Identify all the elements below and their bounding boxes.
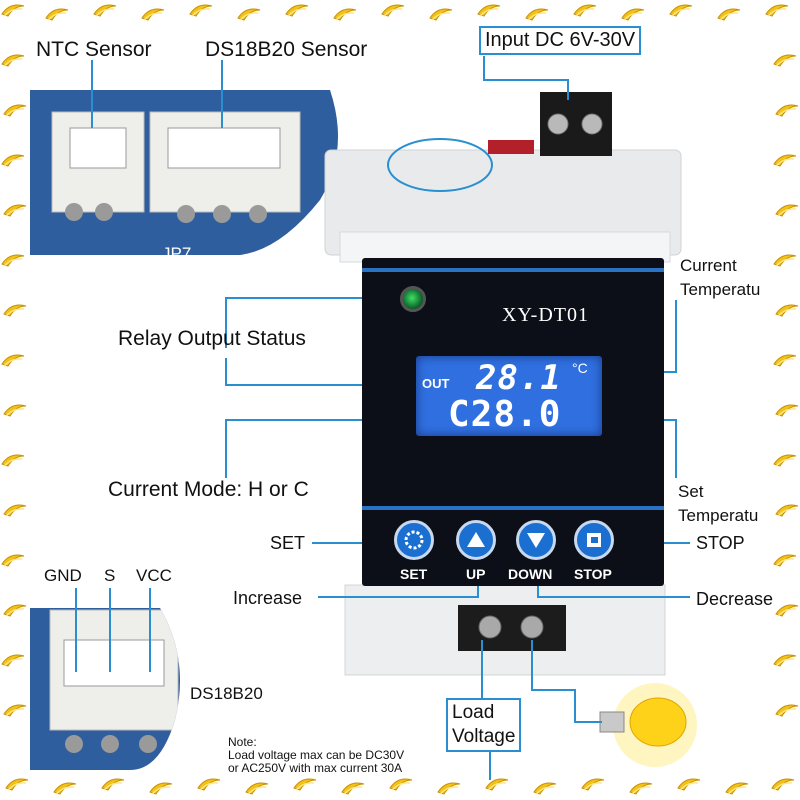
gnd-label: GND	[44, 566, 82, 585]
note-title: Note:	[228, 735, 257, 749]
stop-callout-label: STOP	[696, 533, 745, 553]
increase-label: Increase	[233, 588, 303, 608]
set-temperature-label-line2: Temperatu	[678, 506, 759, 525]
relay-status-led	[400, 286, 426, 312]
load-voltage-label: Load Voltage	[446, 698, 522, 752]
light-bulb	[599, 683, 697, 767]
stop-square-icon	[587, 533, 601, 547]
down-button[interactable]	[516, 520, 556, 560]
up-button[interactable]	[456, 520, 496, 560]
model-name: XY-DT01	[502, 304, 589, 326]
set-callout-label: SET	[270, 533, 306, 553]
load-voltage-line2: Voltage	[452, 726, 516, 747]
temperature-unit: °C	[572, 360, 588, 376]
input-dc-label: Input DC 6V-30V	[479, 26, 642, 55]
down-button-label: DOWN	[508, 566, 553, 582]
ds18b20-sensor-label: DS18B20 Sensor	[205, 38, 368, 61]
ds18b20-label: DS18B20	[190, 684, 263, 703]
s-label: S	[104, 566, 116, 585]
lcd-display: OUT 28.1 °C C28.0	[416, 356, 602, 436]
decrease-label: Decrease	[696, 589, 774, 609]
gear-icon	[404, 530, 424, 550]
panel-mid-stripe	[362, 506, 664, 510]
ntc-sensor-label: NTC Sensor	[36, 38, 152, 61]
load-voltage-line1: Load	[452, 702, 495, 723]
stop-button-label: STOP	[574, 566, 612, 582]
controller-front-panel: XY-DT01 OUT 28.1 °C C28.0 SET UP DOWN ST…	[362, 258, 664, 586]
up-button-label: UP	[466, 566, 486, 582]
current-temperature-label-line2: Temperatu	[680, 280, 761, 299]
note-line1: Load voltage max can be DC30V	[228, 748, 405, 762]
lcd-out-indicator: OUT	[422, 376, 450, 391]
triangle-down-icon	[527, 533, 545, 548]
relay-output-status-label: Relay Output Status	[118, 327, 306, 350]
triangle-up-icon	[467, 532, 485, 547]
set-temperature-label-line1: Set	[678, 482, 704, 501]
panel-top-stripe	[362, 268, 664, 272]
vcc-label: VCC	[136, 566, 172, 585]
set-temperature-reading: C28.0	[448, 394, 562, 435]
load-note: Note: Load voltage max can be DC30V or A…	[228, 736, 404, 775]
sensor-pcb-inset	[30, 90, 338, 255]
set-button-label: SET	[400, 566, 428, 582]
jp7-label: JP7	[162, 244, 192, 263]
stop-button[interactable]	[574, 520, 614, 560]
current-temperature-reading: 28.1	[476, 358, 562, 398]
current-mode-label: Current Mode: H or C	[108, 478, 309, 501]
set-button[interactable]	[394, 520, 434, 560]
note-line2: or AC250V with max current 30A	[228, 761, 403, 775]
current-temperature-label-line1: Current	[680, 256, 737, 275]
ds18b20-pcb-inset	[30, 608, 180, 770]
